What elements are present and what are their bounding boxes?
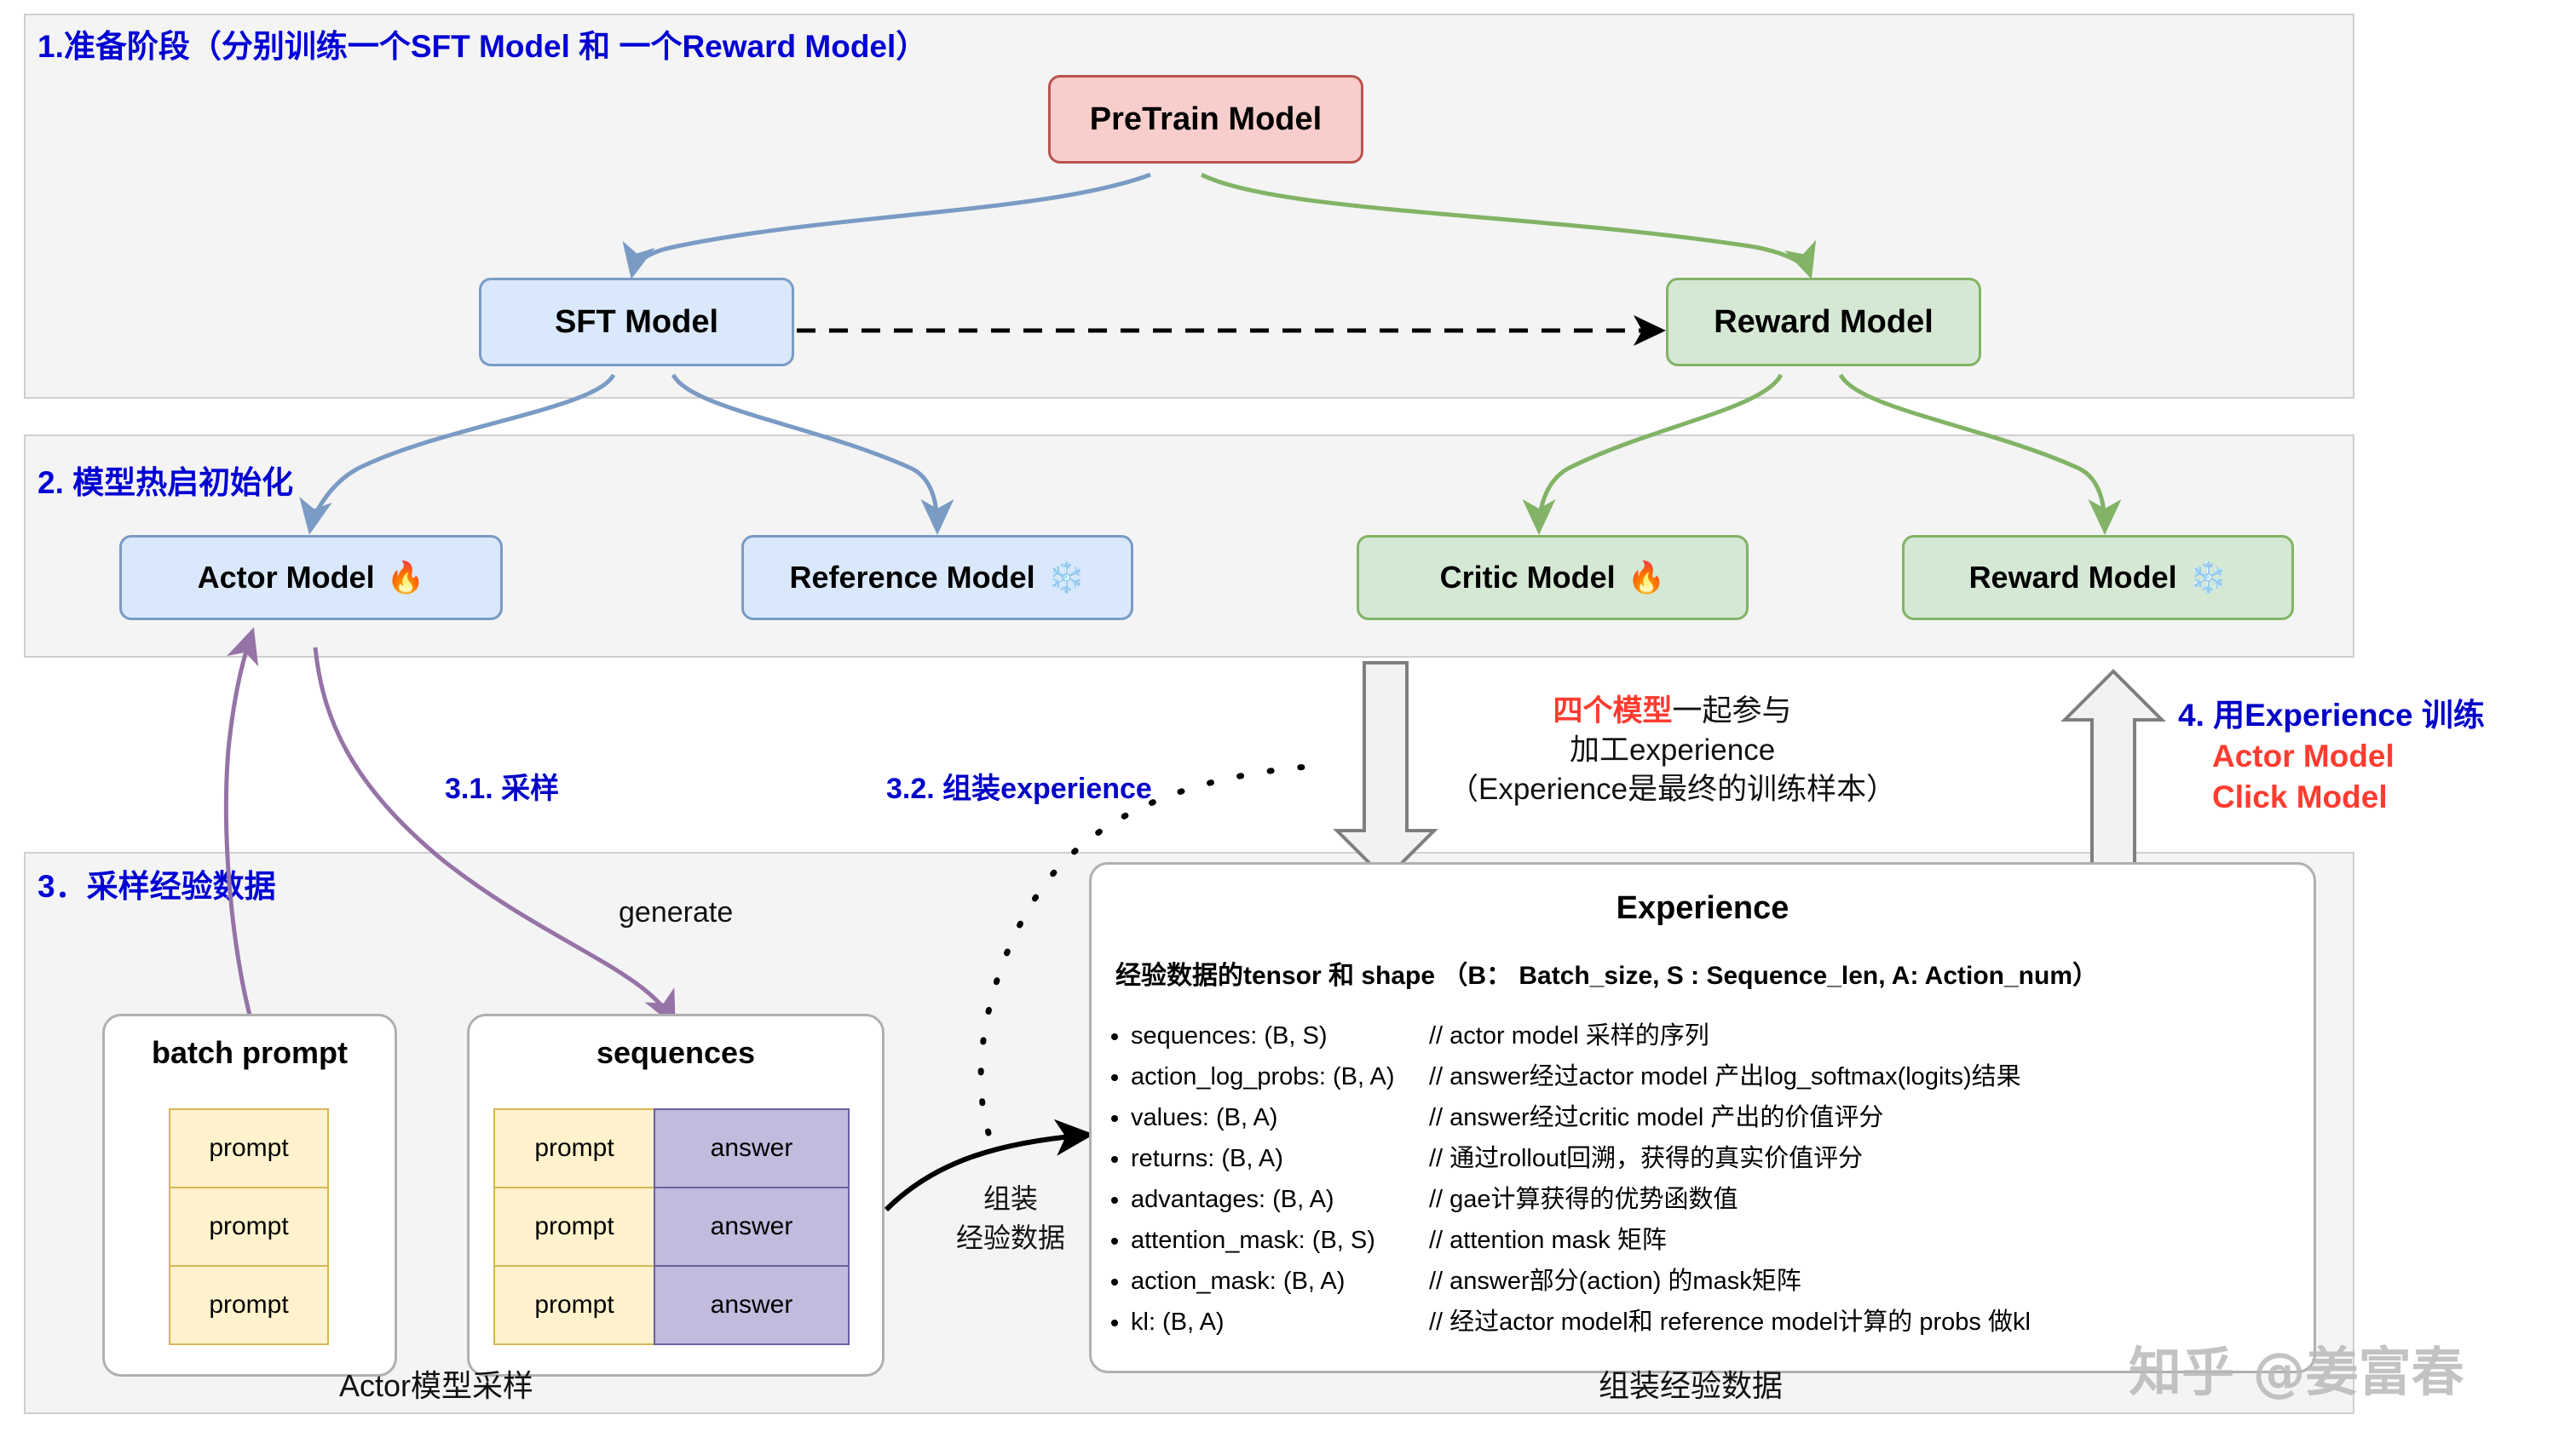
node-reward-model-bottom[interactable]: Reward Model ❄️	[1902, 535, 2294, 620]
annotation-train-line2: Actor Model	[2212, 739, 2394, 774]
experience-item-comment: // 经过actor model和 reference model计算的 pro…	[1429, 1309, 2031, 1336]
experience-item-comment: // gae计算获得的优势函数值	[1429, 1186, 1738, 1213]
experience-item: returns: (B, A) // 通过rollout回溯，获得的真实价值评分	[1131, 1138, 2314, 1174]
snowflake-icon: ❄️	[1046, 561, 1086, 595]
node-reference-model-label: Reference Model	[789, 560, 1035, 595]
edge-label-sample: 3.1. 采样	[445, 773, 560, 805]
sequences-answer-cell[interactable]: answer	[654, 1187, 850, 1267]
experience-item-list: sequences: (B, S) // actor model 采样的序列 ac…	[1092, 1015, 2314, 1337]
annotation-four-models-line3: （Experience是最终的训练样本）	[1449, 773, 1897, 807]
annotation-four-models-line2: 加工experience	[1569, 733, 1776, 768]
annotation-four-models: 四个模型一起参与 加工experience （Experience是最终的训练样…	[1449, 692, 1896, 810]
experience-subtitle: 经验数据的tensor 和 shape （B： Batch_size, S : …	[1115, 962, 2098, 990]
batch-prompt-box[interactable]: batch prompt prompt prompt prompt	[102, 1014, 397, 1377]
annotation-train-line3: Click Model	[2212, 779, 2388, 815]
experience-item: sequences: (B, S) // actor model 采样的序列	[1131, 1015, 2314, 1051]
sequences-prompt-cell[interactable]: prompt	[493, 1108, 655, 1188]
node-pretrain-model[interactable]: PreTrain Model	[1048, 75, 1363, 164]
node-reference-model[interactable]: Reference Model ❄️	[741, 535, 1133, 620]
sequences-title: sequences	[596, 1035, 756, 1070]
batch-prompt-cell[interactable]: prompt	[169, 1187, 329, 1267]
node-reward-model-top[interactable]: Reward Model	[1666, 278, 1981, 366]
experience-item: kl: (B, A) // 经过actor model和 reference mo…	[1131, 1302, 2314, 1337]
caption-assemble-experience: 组装经验数据	[1599, 1368, 1784, 1403]
experience-item-comment: // answer经过actor model 产出log_softmax(log…	[1429, 1063, 2021, 1090]
node-critic-model-label: Critic Model	[1439, 560, 1616, 595]
snowflake-icon: ❄️	[2188, 561, 2227, 595]
edge-label-assemble-data-line2: 经验数据	[955, 1222, 1065, 1253]
batch-prompt-cell[interactable]: prompt	[169, 1265, 329, 1345]
section-1-title: 1.准备阶段（分别训练一个SFT Model 和 一个Reward Model）	[37, 29, 928, 64]
section-panel-1	[24, 14, 2354, 399]
experience-item: action_log_probs: (B, A) // answer经过actor…	[1131, 1056, 2314, 1092]
experience-item: advantages: (B, A) // gae计算获得的优势函数值	[1131, 1179, 2314, 1215]
node-sft-model-label: SFT Model	[554, 303, 719, 340]
batch-prompt-rows: prompt prompt prompt	[169, 1108, 329, 1345]
batch-prompt-cell[interactable]: prompt	[169, 1108, 329, 1188]
experience-item-name: returns: (B, A)	[1131, 1145, 1283, 1172]
sequences-answer-cell[interactable]: answer	[654, 1265, 850, 1345]
experience-item-name: advantages: (B, A)	[1131, 1186, 1334, 1213]
node-actor-model[interactable]: Actor Model 🔥	[119, 535, 503, 620]
section-2-title: 2. 模型热启初始化	[37, 465, 294, 500]
edge-label-assemble-data-line1: 组装	[983, 1183, 1038, 1214]
experience-item-name: sequences: (B, S)	[1131, 1022, 1328, 1050]
sequences-row: prompt answer	[493, 1265, 851, 1345]
section-3-title: 3．采样经验数据	[37, 869, 276, 904]
experience-item-comment: // answer部分(action) 的mask矩阵	[1429, 1268, 1801, 1295]
edge-label-assemble-experience: 3.2. 组装experience	[886, 773, 1152, 805]
experience-item-comment: // actor model 采样的序列	[1429, 1022, 1709, 1050]
experience-item-name: attention_mask: (B, S)	[1131, 1227, 1375, 1254]
experience-item: values: (B, A) // answer经过critic model 产出…	[1131, 1097, 2314, 1133]
experience-item-comment: // 通过rollout回溯，获得的真实价值评分	[1429, 1145, 1864, 1172]
experience-item-name: action_log_probs: (B, A)	[1131, 1063, 1395, 1090]
batch-prompt-title: batch prompt	[152, 1035, 348, 1070]
node-reward-model-bottom-label: Reward Model	[1968, 560, 2177, 595]
caption-actor-sampling: Actor模型采样	[339, 1368, 534, 1403]
fire-icon: 🔥	[1627, 561, 1666, 595]
annotation-train-line1: 4. 用Experience 训练	[2178, 698, 2485, 733]
annotation-four-models-highlight: 四个模型	[1553, 694, 1673, 728]
edge-label-assemble-data: 组装 经验数据	[925, 1177, 1096, 1256]
fire-icon: 🔥	[386, 561, 425, 595]
annotation-four-models-line1: 四个模型一起参与	[1449, 692, 1896, 731]
experience-item-name: kl: (B, A)	[1131, 1309, 1225, 1336]
sequences-prompt-cell[interactable]: prompt	[493, 1265, 655, 1345]
experience-item-name: values: (B, A)	[1131, 1104, 1278, 1131]
sequences-answer-cell[interactable]: answer	[654, 1108, 850, 1188]
experience-item-comment: // attention mask 矩阵	[1429, 1227, 1667, 1254]
node-actor-model-label: Actor Model	[197, 560, 375, 595]
experience-item: attention_mask: (B, S) // attention mask …	[1131, 1220, 2314, 1256]
sequences-prompt-cell[interactable]: prompt	[493, 1187, 655, 1267]
annotation-four-models-rest: 一起参与	[1672, 694, 1792, 728]
experience-item: action_mask: (B, A) // answer部分(action) 的…	[1131, 1261, 2314, 1297]
annotation-train-with-experience: 4. 用Experience 训练 Actor Model Click Mode…	[2178, 695, 2485, 818]
experience-title: Experience	[1616, 890, 1789, 926]
sequences-row: prompt answer	[493, 1108, 851, 1188]
edge-label-generate: generate	[619, 896, 734, 929]
node-reward-model-top-label: Reward Model	[1714, 303, 1933, 340]
sequences-rows: prompt answer prompt answer prompt answe…	[493, 1108, 851, 1345]
experience-box[interactable]: Experience 经验数据的tensor 和 shape （B： Batch…	[1089, 862, 2316, 1373]
watermark: 知乎 @姜富春	[2129, 1341, 2464, 1403]
experience-item-comment: // answer经过critic model 产出的价值评分	[1429, 1104, 1884, 1131]
node-pretrain-model-label: PreTrain Model	[1089, 101, 1323, 137]
sequences-box[interactable]: sequences prompt answer prompt answer pr…	[467, 1014, 885, 1377]
sequences-row: prompt answer	[493, 1187, 851, 1267]
node-critic-model[interactable]: Critic Model 🔥	[1357, 535, 1749, 620]
node-sft-model[interactable]: SFT Model	[479, 278, 794, 366]
experience-item-name: action_mask: (B, A)	[1131, 1268, 1346, 1295]
